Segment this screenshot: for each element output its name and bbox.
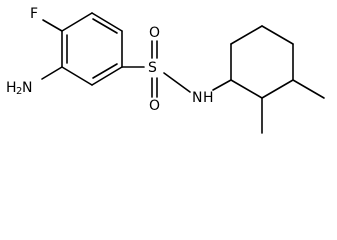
- amino-h-label: H: [6, 80, 17, 96]
- cyclohexane-ring: [230, 25, 294, 99]
- amino-n-label: N: [22, 80, 32, 96]
- oxygen-bottom-label: O: [149, 98, 160, 114]
- oxygen-top-label: O: [149, 25, 160, 41]
- ring-bond: [61, 66, 93, 86]
- c-f-bond: [42, 19, 63, 32]
- ring-bond: [261, 79, 294, 99]
- ring-bond: [61, 12, 93, 32]
- ring-bond: [230, 25, 263, 45]
- ring-bond: [261, 25, 294, 45]
- sulfur-label: S: [148, 60, 157, 76]
- ring-bond: [91, 12, 123, 32]
- ring-bond: [91, 66, 123, 86]
- amide-n-label: N: [192, 90, 202, 106]
- fluorine-label: F: [30, 6, 38, 22]
- amide-h-label: H: [203, 90, 214, 106]
- ring-bond: [230, 79, 263, 99]
- benzene-ring: [61, 12, 123, 86]
- amino-subscript: 2: [16, 86, 22, 97]
- chemical-structure: F H 2 N S O O N H: [6, 6, 325, 134]
- c-n-bond: [41, 66, 63, 80]
- s-n-bond: [163, 72, 191, 93]
- ring-double-bond: [92, 63, 118, 79]
- ring-double-bond: [92, 18, 118, 34]
- methyl-bond: [292, 79, 325, 99]
- n-c-bond: [212, 79, 232, 91]
- amino-group-label: H 2 N: [6, 80, 32, 97]
